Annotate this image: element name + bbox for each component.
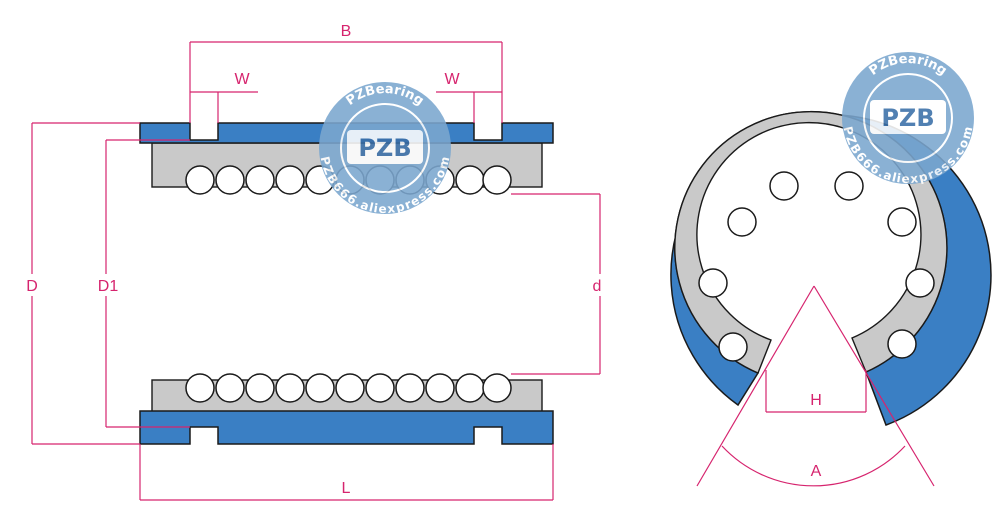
dimension-d1: D1 <box>94 139 190 428</box>
ball <box>727 207 757 237</box>
ball <box>275 165 305 195</box>
ball <box>425 373 455 403</box>
label-h: H <box>810 392 822 409</box>
dimension-b: B <box>189 23 503 123</box>
bottom-housing <box>139 410 554 445</box>
end-view-ball-ring <box>698 171 935 362</box>
bottom-ball-row <box>185 373 512 403</box>
ball <box>185 373 215 403</box>
dimension-a: A <box>696 285 935 487</box>
ball <box>245 373 275 403</box>
ball <box>887 329 917 359</box>
ball <box>275 373 305 403</box>
label-b: B <box>341 23 352 40</box>
dimension-l: L <box>139 444 554 501</box>
dimension-d-outer: D <box>22 122 140 445</box>
section-view: B W W D D1 <box>22 23 610 501</box>
dimension-h: H <box>765 370 867 413</box>
ball <box>482 165 512 195</box>
dimension-d-inner: d <box>511 193 610 375</box>
label-d1: D1 <box>98 278 119 295</box>
end-view: A H PZB PZBearing PZB666.aliexpress.com <box>670 52 992 487</box>
ball <box>335 373 365 403</box>
dimension-w-left: W <box>190 71 258 123</box>
label-w-right: W <box>444 71 460 88</box>
watermark-stamp: PZB PZBearing PZB666.aliexpress.com <box>841 52 976 186</box>
watermark-brand: PZB <box>881 104 934 132</box>
ball <box>455 373 485 403</box>
label-a: A <box>811 463 822 480</box>
ball <box>365 373 395 403</box>
ball <box>245 165 275 195</box>
ball <box>482 373 512 403</box>
ball <box>455 165 485 195</box>
watermark-stamp: PZB PZBearing PZB666.aliexpress.com <box>318 82 453 216</box>
ball <box>215 373 245 403</box>
cage-ring <box>674 111 948 374</box>
ball <box>769 171 799 201</box>
label-w-left: W <box>234 71 250 88</box>
ball <box>395 373 425 403</box>
ball <box>698 268 728 298</box>
watermark-brand: PZB <box>358 134 411 162</box>
ball <box>305 373 335 403</box>
ball <box>215 165 245 195</box>
label-d-outer: D <box>26 278 38 295</box>
label-d-inner: d <box>593 278 602 295</box>
dimension-w-right: W <box>436 71 502 123</box>
ball <box>834 171 864 201</box>
ball <box>887 207 917 237</box>
label-l: L <box>342 480 351 497</box>
ball <box>718 332 748 362</box>
ball <box>905 268 935 298</box>
ball <box>185 165 215 195</box>
